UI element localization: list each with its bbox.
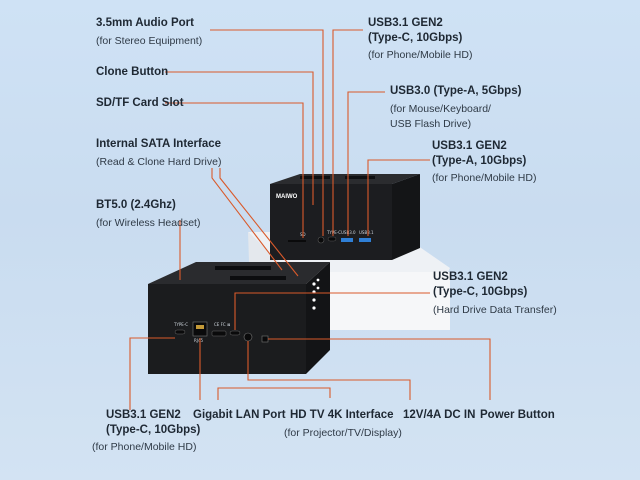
rj45-tag: RJ45 <box>194 338 204 343</box>
callout-title: Power Button <box>480 409 555 421</box>
callout-dc-in: 12V/4A DC IN <box>403 408 475 423</box>
callout-audio-port: 3.5mm Audio Port (for Stereo Equipment) <box>96 16 202 49</box>
leader-sata-1 <box>211 168 283 271</box>
power-button-icon <box>261 335 269 343</box>
callout-title-2: (Type-C, 10Gbps) <box>106 424 201 436</box>
callout-title: USB3.1 GEN2 <box>368 17 443 29</box>
callout-usb31-typec-hdd: USB3.1 GEN2 (Type-C, 10Gbps) (Hard Drive… <box>433 270 557 318</box>
callout-hdtv: HD TV 4K Interface (for Projector/TV/Dis… <box>284 408 402 441</box>
callout-title: SD/TF Card Slot <box>96 97 184 109</box>
callout-title: USB3.0 (Type-A, 5Gbps) <box>390 85 522 97</box>
callout-sub: (Hard Drive Data Transfer) <box>433 304 557 316</box>
callout-title: 12V/4A DC IN <box>403 409 476 421</box>
leader-usb31-typec-top <box>332 29 363 236</box>
callout-usb31-typec-top: USB3.1 GEN2 (Type-C, 10Gbps) (for Phone/… <box>368 16 472 63</box>
leader-usb31-typec-bottom <box>129 337 175 410</box>
callout-title: HD TV 4K Interface <box>290 409 394 421</box>
callout-usb31-typea: USB3.1 GEN2 (Type-A, 10Gbps) (for Phone/… <box>432 139 536 186</box>
leader-audio-port <box>210 29 324 236</box>
front-usb31-tag: USB3.1 <box>359 230 374 235</box>
callout-sata-interface: Internal SATA Interface (Read & Clone Ha… <box>96 137 221 170</box>
callout-sub: (for Phone/Mobile HD) <box>432 172 537 184</box>
leader-hdtv <box>217 387 331 400</box>
callout-title-2: (Type-C, 10Gbps) <box>433 286 528 298</box>
callout-bluetooth: BT5.0 (2.4Ghz) (for Wireless Headset) <box>96 198 200 231</box>
front-typec-tag: TYPE-C <box>326 230 341 235</box>
brand-logo-rear: MAIWO <box>276 194 298 200</box>
callout-title: 3.5mm Audio Port <box>96 17 194 29</box>
leader-sata-2 <box>219 168 299 277</box>
dock-front-unit: TYPE-C RJ45 CE FC ⊠ <box>148 262 330 374</box>
callout-clone-button: Clone Button <box>96 65 168 80</box>
callout-sub: (for Stereo Equipment) <box>96 35 203 47</box>
rear-typec-tag: TYPE-C <box>173 322 188 327</box>
dock-rear-unit: MAIWO SD TYPE-C USB3.0 USB3.1 <box>270 174 420 260</box>
callout-sub: (for Phone/Mobile HD) <box>92 441 197 453</box>
audio-jack-icon <box>317 236 325 244</box>
leader-usb30-typea <box>347 91 385 236</box>
callout-lan-port: Gigabit LAN Port <box>193 408 286 423</box>
callout-usb31-typec-bottom: USB3.1 GEN2 (Type-C, 10Gbps) (for Phone/… <box>92 408 200 455</box>
callout-power-button: Power Button <box>480 408 555 423</box>
leader-usb31-typec-hdd <box>234 292 430 330</box>
callout-sd-tf-slot: SD/TF Card Slot <box>96 96 184 111</box>
leader-sd-slot <box>165 102 304 238</box>
leader-lines <box>129 29 491 410</box>
usb-c-port-icon <box>327 236 337 242</box>
callout-title: Gigabit LAN Port <box>193 409 286 421</box>
usb-a-port-icon <box>341 238 353 242</box>
sd-slot-icon <box>288 240 306 242</box>
rear-usb-c-port-icon-2 <box>229 330 241 336</box>
callout-title: USB3.1 GEN2 <box>433 271 508 283</box>
hdmi-port-icon <box>211 330 227 337</box>
callout-sub: (for Wireless Headset) <box>96 217 201 229</box>
leader-usb31-typea <box>367 159 430 236</box>
callout-sub-2: USB Flash Drive) <box>390 118 472 130</box>
callout-title: BT5.0 (2.4Ghz) <box>96 199 176 211</box>
dc-jack-icon <box>243 332 253 342</box>
callout-title: Internal SATA Interface <box>96 138 222 150</box>
callout-sub: (for Mouse/Keyboard/ <box>390 103 491 115</box>
callout-sub: (for Projector/TV/Display) <box>284 427 402 439</box>
callout-title-2: (Type-C, 10Gbps) <box>368 32 463 44</box>
leader-clone-button <box>165 71 314 205</box>
callout-title-2: (Type-A, 10Gbps) <box>432 155 527 167</box>
leader-dc-in <box>247 341 411 400</box>
callout-sub: (for Phone/Mobile HD) <box>368 49 473 61</box>
callout-sub: (Read & Clone Hard Drive) <box>96 156 222 168</box>
callout-usb30-typea: USB3.0 (Type-A, 5Gbps) (for Mouse/Keyboa… <box>390 84 521 132</box>
leader-power-button <box>268 338 491 400</box>
callout-title: USB3.1 GEN2 <box>106 409 181 421</box>
callout-title: Clone Button <box>96 66 169 78</box>
callout-title: USB3.1 GEN2 <box>432 140 507 152</box>
ce-marks: CE FC ⊠ <box>214 322 230 327</box>
rear-usb-c-port-icon <box>174 329 186 335</box>
usb-a-port-icon-2 <box>359 238 371 242</box>
